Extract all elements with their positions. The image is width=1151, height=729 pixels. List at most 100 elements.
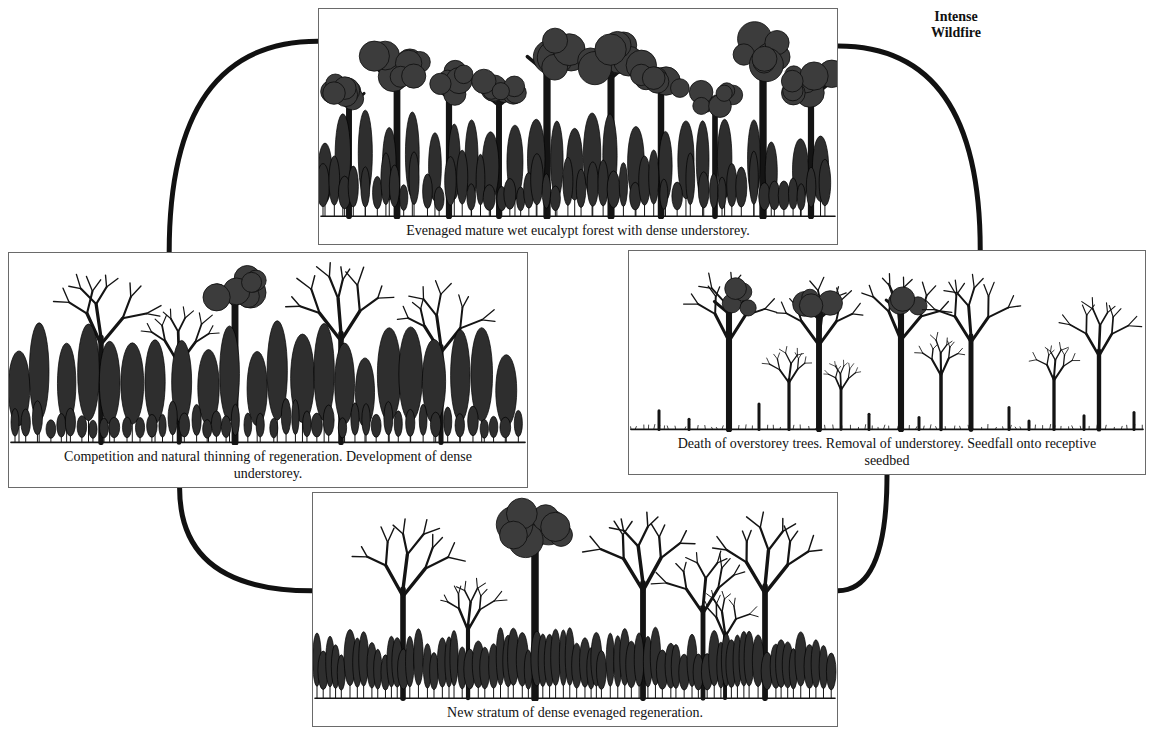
tree-trunk xyxy=(787,380,790,430)
tree-branch xyxy=(433,538,443,548)
tree-branch xyxy=(648,517,658,527)
tree-branch xyxy=(717,618,725,637)
tree-branch xyxy=(797,354,803,355)
tree-crown xyxy=(221,416,230,438)
tree-crown xyxy=(444,407,452,436)
tree-branch xyxy=(638,527,648,547)
tree-branch xyxy=(958,354,965,355)
tree-branch xyxy=(459,295,463,308)
tree-branch xyxy=(393,525,403,534)
tree-crown xyxy=(319,164,329,207)
tree-crown xyxy=(455,414,464,437)
tree-trunk xyxy=(969,336,974,429)
tree-branch xyxy=(441,283,451,294)
tree-branch xyxy=(949,282,956,295)
tree-branch xyxy=(923,353,932,359)
tree-branch xyxy=(403,534,407,554)
ground-line xyxy=(315,697,835,699)
tree-branch xyxy=(360,298,378,311)
tree-branch xyxy=(956,283,964,295)
tree-branch xyxy=(808,535,813,551)
tree-branch xyxy=(1112,317,1113,334)
tree-branch xyxy=(286,306,300,308)
tree-crown xyxy=(406,636,415,687)
tree-crown xyxy=(500,417,511,438)
tree-branch xyxy=(494,600,507,602)
tree-branch xyxy=(317,267,330,277)
tree-crown xyxy=(607,171,620,208)
tree-crown xyxy=(788,178,797,209)
tree-branch xyxy=(932,359,941,375)
tree-crown xyxy=(145,340,165,424)
tree-branch xyxy=(185,311,193,318)
tree-branch xyxy=(1085,315,1087,334)
ground-line xyxy=(321,215,835,217)
tree-branch xyxy=(840,374,842,388)
tree-branch xyxy=(437,294,441,315)
tree-branch xyxy=(76,274,80,288)
tree-branch xyxy=(1047,349,1049,355)
tree-branch xyxy=(476,578,478,588)
tree-crown xyxy=(303,411,312,437)
tree-branch xyxy=(855,371,860,373)
tree-branch xyxy=(958,348,963,353)
tree-branch xyxy=(749,614,758,616)
tree-branch xyxy=(162,315,166,325)
tree-crown xyxy=(374,649,382,689)
tree-branch xyxy=(146,314,159,317)
tree-branch xyxy=(789,364,791,380)
tree-branch xyxy=(155,319,162,325)
tree-branch xyxy=(765,299,774,309)
tree-branch xyxy=(808,550,822,552)
tree-branch xyxy=(381,527,388,542)
tree-branch xyxy=(787,542,790,565)
tree-crown xyxy=(179,413,190,437)
tree-branch xyxy=(783,524,796,532)
tree-branch xyxy=(162,326,165,341)
stage-caption: New stratum of dense evenaged regenerati… xyxy=(313,705,837,722)
tree-branch xyxy=(684,562,686,571)
tree-crown xyxy=(671,79,690,98)
tree-crown xyxy=(450,631,458,686)
tree-crown xyxy=(725,278,747,300)
tree-branch xyxy=(782,518,784,531)
tree-trunk xyxy=(816,314,822,429)
tree-crown xyxy=(231,404,239,435)
forest-illustration xyxy=(319,22,838,217)
tree-branch xyxy=(311,276,314,290)
tree-branch xyxy=(949,354,958,359)
tree-branch xyxy=(941,358,949,375)
stage-panel: Death of overstorey trees. Removal of un… xyxy=(628,250,1146,475)
tree-branch xyxy=(843,360,844,366)
tree-branch xyxy=(1113,309,1121,317)
forest-illustration xyxy=(631,272,1143,429)
tree-branch xyxy=(397,318,408,319)
tree-crown xyxy=(500,521,528,549)
tree-branch xyxy=(141,331,151,332)
tree-stump xyxy=(658,411,661,430)
tree-branch xyxy=(352,556,367,558)
tree-trunk xyxy=(898,307,904,429)
tree-branch xyxy=(791,355,797,364)
stage-caption: Death of overstorey trees. Removal of un… xyxy=(629,436,1145,470)
tree-branch xyxy=(686,589,703,613)
stage-panel: Evenaged mature wet eucalypt forest with… xyxy=(318,8,838,245)
tree-crown xyxy=(819,159,831,205)
tree-branch xyxy=(989,282,995,296)
tree-crown xyxy=(445,157,457,206)
tree-branch xyxy=(830,364,836,367)
tree-branch xyxy=(930,335,936,340)
tree-branch xyxy=(297,278,311,289)
tree-branch xyxy=(436,281,441,295)
ground-line xyxy=(11,442,525,444)
tree-branch xyxy=(163,312,171,319)
tree-branch xyxy=(614,521,623,535)
tree-branch xyxy=(623,521,632,534)
tree-branch xyxy=(1049,350,1054,355)
tree-crown xyxy=(454,65,473,84)
tree-crown xyxy=(414,629,424,686)
tree-branch xyxy=(836,365,837,370)
tree-branch xyxy=(292,297,300,306)
tree-crown xyxy=(693,97,710,114)
